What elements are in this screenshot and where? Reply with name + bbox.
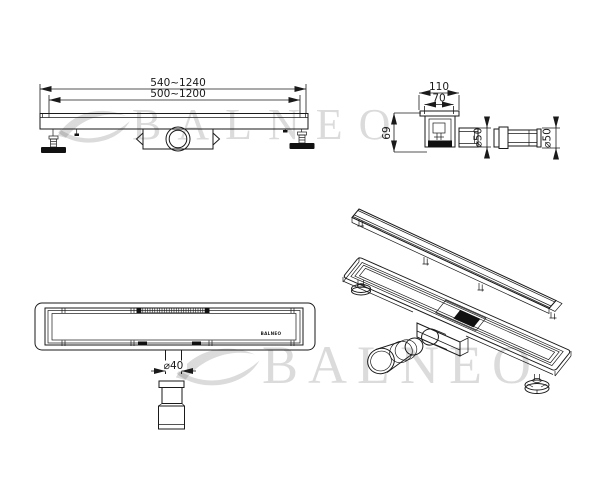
grate-serration <box>136 307 210 313</box>
dim-pipe-diameter: ⌀40 <box>164 360 184 372</box>
dim-outer-length: 540~1240 <box>150 77 206 89</box>
channel-frame <box>343 257 571 371</box>
iso-trap-box <box>416 322 469 357</box>
dim-inner-length: 500~1200 <box>150 88 206 100</box>
left-foot <box>41 129 79 153</box>
channel-body <box>39 113 309 130</box>
connector-fitting <box>493 126 542 149</box>
dim-width-inner: 70 <box>432 93 445 105</box>
plan-view: BALNEO ⌀40 <box>34 302 316 430</box>
dim-connector-diameter: ⌀50 <box>542 128 554 148</box>
dim-width-outer: 110 <box>429 81 449 93</box>
right-foot <box>283 129 315 149</box>
iso-outlet-stub <box>421 328 448 350</box>
iso-left-foot <box>351 280 371 296</box>
side-view: 540~1240 500~1200 <box>39 77 315 153</box>
siphon-fitting <box>158 380 185 430</box>
siphon-trap <box>135 126 221 152</box>
brand-label: BALNEO <box>261 331 282 336</box>
bottom-outlet: ⌀40 <box>151 350 196 374</box>
dim-outlet-diameter: ⌀50 <box>473 128 485 148</box>
dim-height: 69 <box>381 126 393 139</box>
iso-right-foot <box>524 374 550 394</box>
iso-connector <box>367 337 424 375</box>
isometric-view <box>342 208 572 394</box>
end-view: 110 70 69 <box>381 81 560 160</box>
cover-plate <box>351 208 563 320</box>
drain-section <box>419 110 460 148</box>
